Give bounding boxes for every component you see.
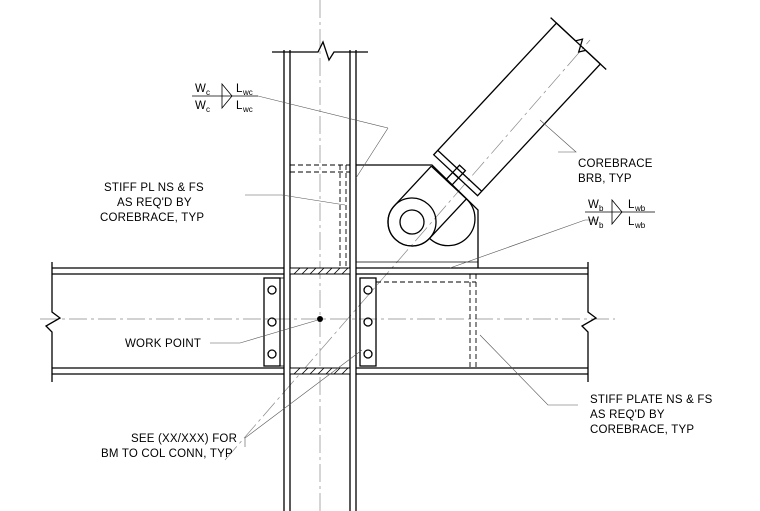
weld-beam-w-top: W <box>588 199 599 211</box>
column-stiffener-plate <box>290 164 350 268</box>
fillet-weld-icon <box>221 82 233 110</box>
work-point-marker <box>317 316 323 322</box>
beam-right-break-line <box>580 262 598 382</box>
leader-weld-column <box>257 95 389 129</box>
weld-column-l-top: L <box>236 83 243 95</box>
corebrace-label-line1: COREBRACE <box>578 158 653 170</box>
bolt <box>267 317 277 327</box>
gusset-plate <box>356 164 479 268</box>
weld-column-l-bot-sub: wc <box>242 105 253 114</box>
weld-beam-l-bot-sub: wb <box>634 221 646 230</box>
weld-beam-w-bot-sub: b <box>599 221 604 230</box>
bolt <box>267 285 277 295</box>
weld-symbol-column: W c W c L wc L wc <box>192 82 258 114</box>
stiff-plate-label-line3: COREBRACE, TYP <box>590 424 694 436</box>
see-label-line2: BM TO COL CONN, TYP <box>101 448 233 460</box>
weld-column-l-bot: L <box>236 100 243 112</box>
weld-column-w-top-sub: c <box>206 88 210 97</box>
weld-beam-w-bot: W <box>588 216 599 228</box>
leader-lines <box>210 95 598 447</box>
stiff-plate-label-line1: STIFF PLATE NS & FS <box>590 394 713 406</box>
weld-beam-w-top-sub: b <box>599 204 604 213</box>
stiff-pl-label-line1: STIFF PL NS & FS <box>104 182 204 194</box>
leader-stiff-pl <box>245 194 346 206</box>
shear-tab-right <box>359 277 377 367</box>
leader-work-point <box>210 319 319 344</box>
leader-corebrace <box>539 119 577 153</box>
weld-symbol-beam: W b W b L wb L wb <box>585 198 655 230</box>
stiff-plate-label-line2: AS REQ'D BY <box>590 409 665 421</box>
bolt <box>363 317 373 327</box>
fillet-weld-icon <box>611 198 623 226</box>
bolt <box>363 285 373 295</box>
corebrace-label-line2: BRB, TYP <box>578 173 632 185</box>
weld-column-w-top: W <box>195 83 206 95</box>
weld-column-w-bot: W <box>195 100 206 112</box>
leader-weld-beam <box>449 219 598 269</box>
annotations: COREBRACE BRB, TYP STIFF PL NS & FS AS R… <box>100 158 713 460</box>
bolt <box>267 349 277 359</box>
weld-column-l-top-sub: wc <box>242 88 253 97</box>
centerlines <box>40 0 615 511</box>
weld-beam-l-top: L <box>628 199 635 211</box>
stiff-pl-label-line2: AS REQ'D BY <box>117 197 192 209</box>
weld-column-w-bot-sub: c <box>206 105 210 114</box>
stiff-pl-label-line3: COREBRACE, TYP <box>100 212 204 224</box>
brace-centerline <box>224 39 591 461</box>
weld-beam-l-bot: L <box>628 216 635 228</box>
beam-left-break-line <box>44 262 62 382</box>
beam-left <box>44 262 284 382</box>
corebrace-brb <box>387 17 607 247</box>
leader-stiff-plate <box>479 334 578 406</box>
column-break-line <box>272 40 368 62</box>
bolt <box>363 349 373 359</box>
shear-tab-left <box>263 277 284 367</box>
weld-beam-l-top-sub: wb <box>634 204 646 213</box>
beam-stiffener-plate <box>376 274 477 368</box>
work-point-label: WORK POINT <box>125 338 201 350</box>
column <box>272 40 368 511</box>
beam-right <box>356 262 598 382</box>
continuity-plates <box>289 267 351 375</box>
see-label-line1: SEE (XX/XXX) FOR <box>131 433 237 445</box>
leader-see-bm <box>244 349 363 447</box>
